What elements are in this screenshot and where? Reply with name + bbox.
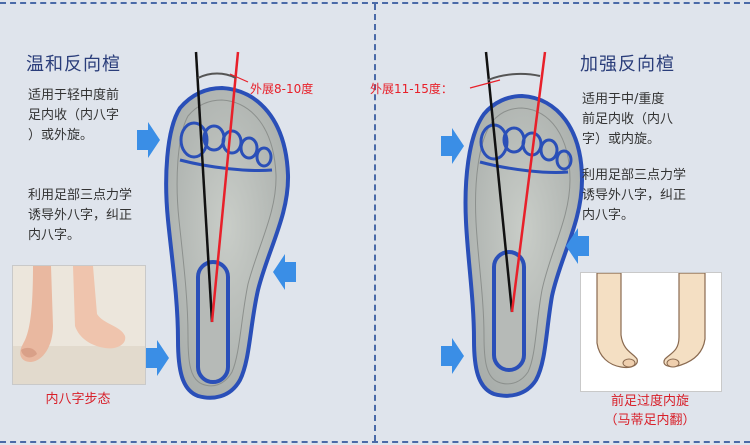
left-angle-label: 外展8-10度 (250, 80, 313, 97)
left-panel-title: 温和反向楦 (26, 50, 121, 76)
left-insole (166, 52, 288, 398)
pressure-arrow-icon (441, 338, 464, 374)
caption-line-2: （马蒂足内翻） (576, 411, 724, 430)
left-panel-mechanics-text: 利用足部三点力学 诱导外八字，纠正 内八字。 (28, 186, 158, 246)
pressure-arrow-icon (273, 254, 296, 290)
forefoot-inversion-caption: 前足过度内旋 （马蒂足内翻） (576, 392, 724, 430)
right-panel-description: 适用于中/重度 前足内收（内八 字）或内旋。 (582, 90, 722, 150)
right-insole (466, 52, 582, 396)
intoeing-gait-caption: 内八字步态 (12, 390, 144, 409)
left-panel-description: 适用于轻中度前 足内收（内八字 ）或外旋。 (28, 86, 168, 146)
caption-line-1: 前足过度内旋 (576, 392, 724, 411)
pressure-arrow-icon (441, 128, 464, 164)
intoeing-gait-photo (12, 265, 146, 385)
right-panel-mechanics-text: 利用足部三点力学 诱导外八字，纠正 内八字。 (582, 166, 722, 226)
forefoot-inversion-illustration (580, 272, 722, 392)
right-panel-title: 加强反向楦 (580, 50, 675, 76)
right-angle-arc (488, 74, 540, 80)
right-angle-label: 外展11-15度： (370, 80, 453, 97)
pressure-arrow-icon (146, 340, 169, 376)
